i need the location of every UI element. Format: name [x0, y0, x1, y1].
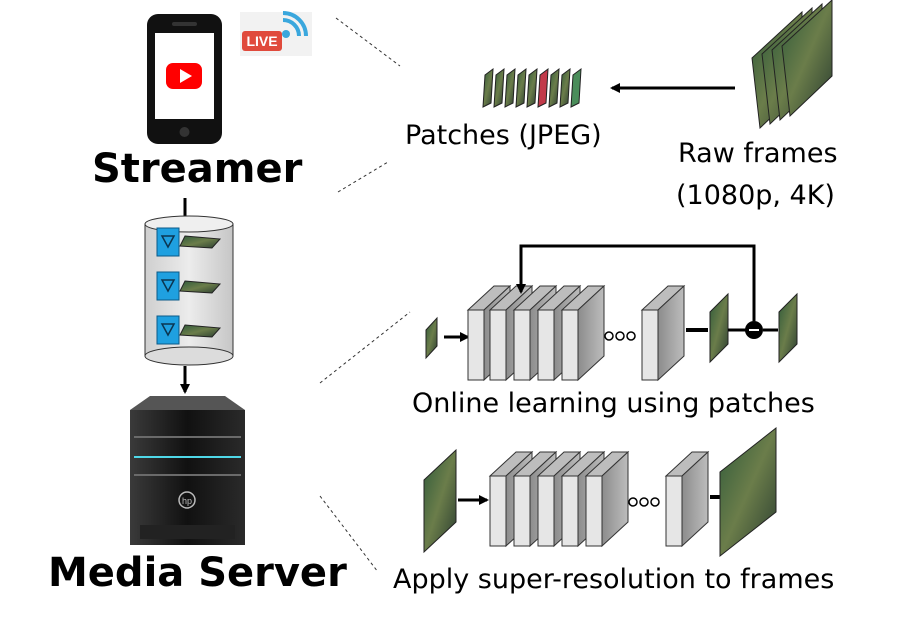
svg-text:hp: hp: [182, 496, 192, 506]
hp-logo-icon: hp: [178, 491, 196, 509]
storage-cylinder-icon: [144, 215, 234, 366]
patches-label: Patches (JPEG): [405, 120, 602, 151]
media-server-label: Media Server: [48, 550, 347, 596]
live-badge: LIVE: [242, 31, 282, 51]
patches-strip: [482, 67, 582, 108]
online-learning-label: Online learning using patches: [412, 388, 815, 419]
streamer-label: Streamer: [92, 146, 303, 192]
raw-frames-stack: [751, 0, 833, 130]
online-learning-network: [425, 244, 798, 382]
apply-sr-label: Apply super-resolution to frames: [393, 564, 835, 595]
dotted-connector-lines: [319, 17, 411, 573]
raw-frames-label-line2: (1080p, 4K): [676, 180, 835, 211]
server-tower-icon: [130, 396, 245, 545]
youtube-icon: [166, 63, 202, 89]
super-resolution-network: [423, 426, 777, 558]
raw-frames-label-line1: Raw frames: [678, 138, 838, 169]
